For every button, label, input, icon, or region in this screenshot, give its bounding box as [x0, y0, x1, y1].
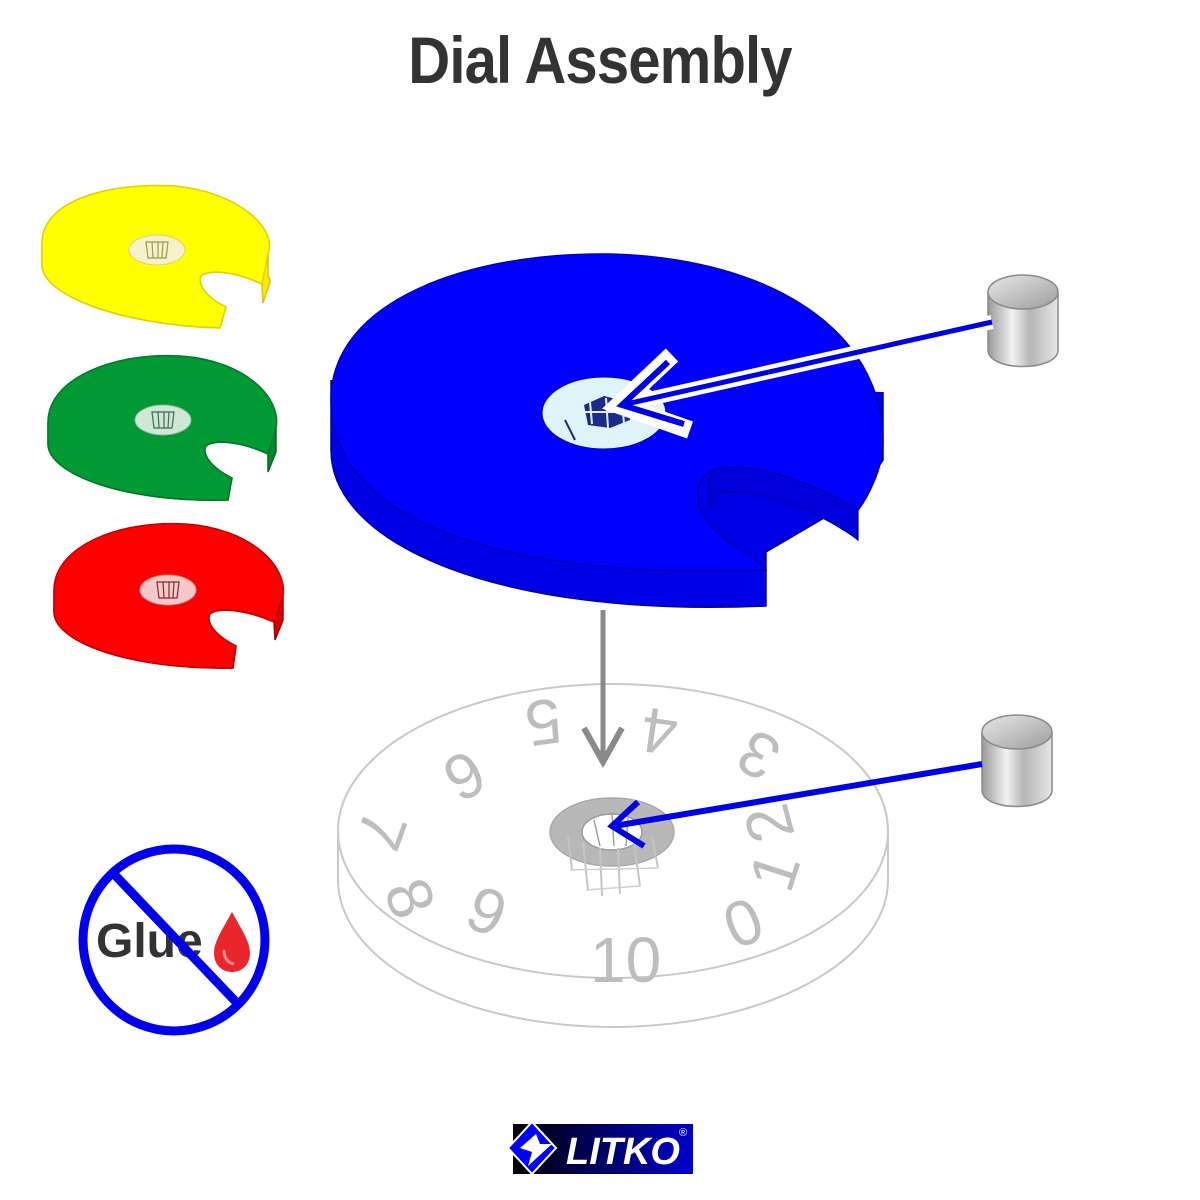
magnet-icon [987, 274, 1059, 368]
red-dial-disc [53, 522, 285, 669]
dial-number-9: 9 [457, 871, 517, 951]
dial-number-5: 5 [521, 684, 566, 760]
down-arrow-icon [581, 610, 625, 769]
no-glue-icon: Glue [78, 844, 270, 1036]
logo-text: LITKO [566, 1131, 680, 1173]
dial-number-7: 7 [342, 801, 422, 859]
magnet-icon [981, 714, 1053, 808]
blue-dial-disc [330, 253, 884, 609]
glue-drop-icon [214, 912, 250, 972]
dial-number-8: 8 [370, 868, 450, 928]
ghost-dial-hub [549, 797, 675, 897]
dial-number-4: 4 [637, 693, 682, 769]
dial-number-0: 0 [713, 883, 773, 963]
litko-logo-icon: LITKO ® [506, 1120, 693, 1176]
magnet-insert-arrow-bottom [607, 761, 983, 849]
dial-number-6: 6 [432, 736, 497, 816]
dial-number-10: 10 [590, 924, 661, 996]
logo-registered: ® [679, 1127, 687, 1139]
page-title: Dial Assembly [408, 23, 792, 97]
ghost-dial: 10 0 1 2 3 4 5 6 7 8 9 [337, 683, 889, 1028]
magnet-insert-arrow-top [602, 315, 994, 439]
yellow-dial-disc [41, 184, 271, 329]
dial-number-3: 3 [725, 715, 792, 795]
ghost-dial-rim [337, 831, 889, 1028]
glue-label: Glue [96, 915, 203, 968]
green-dial-disc [47, 354, 278, 501]
ghost-dial-top [337, 683, 889, 979]
